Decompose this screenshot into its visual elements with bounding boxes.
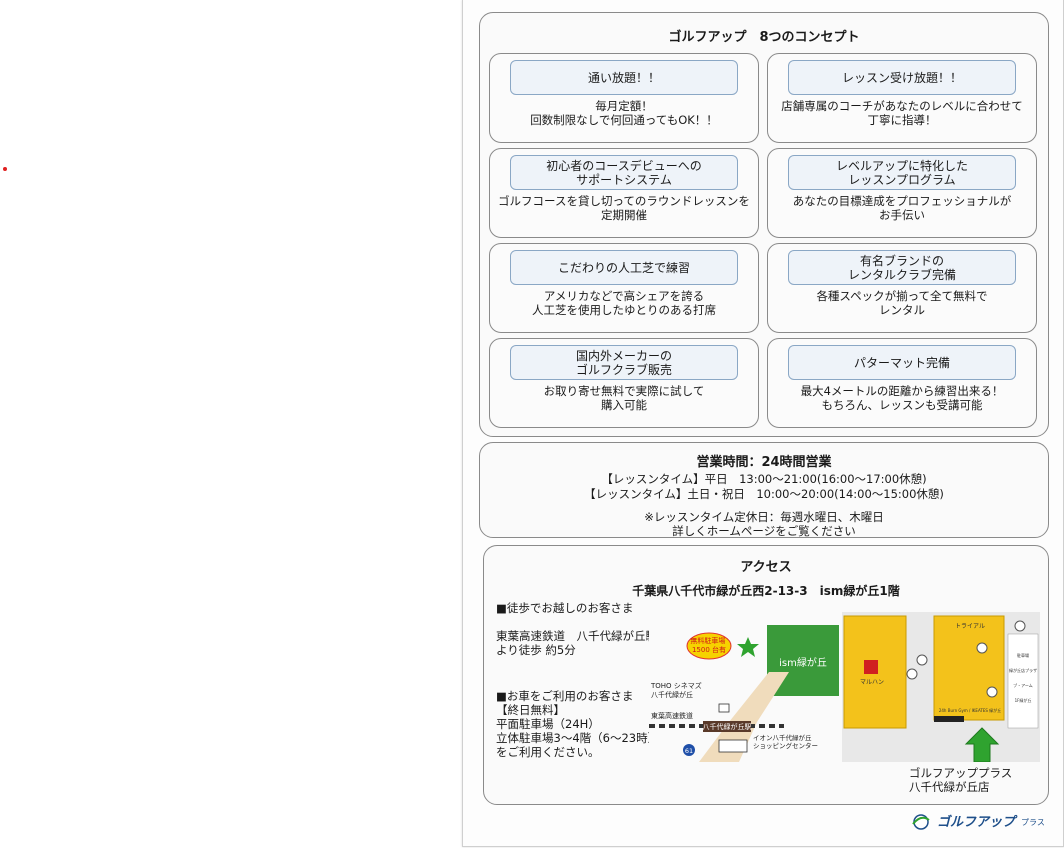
concept-description: アメリカなどで高シェアを誇る 人工芝を使用したゆとりのある打席 — [532, 289, 716, 317]
side-label: 1F緑が丘 — [1015, 697, 1032, 703]
facility-icon — [1014, 620, 1026, 632]
concept-heading: レッスン受け放題！！ — [788, 60, 1016, 95]
concept-card: 有名ブランドの レンタルクラブ完備 各種スペックが揃って全て無料で レンタル — [767, 243, 1037, 333]
station-label: 八千代緑が丘駅 — [703, 722, 752, 731]
red-dot-marker — [3, 167, 7, 171]
trial-label: トライアル — [955, 623, 985, 630]
holiday-note: ※レッスンタイム定休日：毎週水曜日、木曜日 — [644, 510, 884, 524]
hours-title: 営業時間：24時間営業 — [696, 455, 832, 470]
maruhan-logo — [864, 660, 878, 674]
concepts-panel: ゴルフアップ 8つのコンセプト 通い放題！！ 毎月定額！ 回数制限なしで何回通っ… — [479, 12, 1049, 437]
trial-area — [933, 615, 1005, 721]
store-label: ゴルフアッププラス 八千代緑が丘店 — [909, 766, 1013, 794]
gym-label: 24h Burn Gym / IKEATES 緑が丘 — [939, 707, 1001, 713]
concept-card: 通い放題！！ 毎月定額！ 回数制限なしで何回通ってもOK！！ — [489, 53, 759, 143]
concept-card: こだわりの人工芝で練習 アメリカなどで高シェアを誇る 人工芝を使用したゆとりのあ… — [489, 243, 759, 333]
concept-description: 各種スペックが揃って全て無料で レンタル — [816, 289, 988, 317]
concept-description: 毎月定額！ 回数制限なしで何回通ってもOK！！ — [530, 99, 718, 127]
concept-description: ゴルフコースを貸し切ってのラウンドレッスンを 定期開催 — [498, 194, 750, 222]
area-map: ism緑が丘 無料駐車場 1500 台有 東葉高速鉄道 TOHO シネマズ 八千… — [649, 612, 844, 762]
toho-label-line: TOHO シネマズ — [650, 681, 702, 690]
brand-name: ゴルフアップ — [937, 815, 1016, 830]
station-sign — [703, 721, 751, 732]
facility-icon — [986, 686, 998, 698]
concept-card: パターマット完備 最大4メートルの距離から練習出来る！ もちろん、レッスンも受講… — [767, 338, 1037, 428]
business-hours-panel: 営業時間：24時間営業 【レッスンタイム】平日 13:00～21:00(16:0… — [479, 442, 1049, 538]
golf-logo-icon — [912, 813, 930, 830]
toho-label-line: 八千代緑が丘 — [651, 690, 693, 699]
brand-suffix: プラス — [1021, 818, 1045, 827]
concepts-title: ゴルフアップ 8つのコンセプト — [668, 30, 860, 45]
railway-label: 東葉高速鉄道 — [651, 711, 693, 720]
aeon-label-line: イオン八千代緑が丘 — [753, 733, 812, 742]
car-detail: 【終日無料】 平面駐車場（24H） 立体駐車場3～4階（6～23時） をご利用く… — [496, 703, 660, 759]
route-number: 61 — [685, 747, 693, 755]
maruhan-label: マルハン — [860, 679, 884, 686]
side-label: ブ・アーム — [1013, 682, 1033, 688]
car-heading: ■お車をご利用のお客さま — [496, 689, 634, 703]
ism-label: ism緑が丘 — [779, 656, 827, 669]
concept-heading: レベルアップに特化した レッスンプログラム — [788, 155, 1016, 190]
homepage-note: 詳しくホームページをご覧ください — [672, 524, 856, 538]
concept-card: レベルアップに特化した レッスンプログラム あなたの目標達成をプロフェッショナル… — [767, 148, 1037, 238]
store-location-arrow-icon — [964, 727, 1000, 762]
flyer-page: ゴルフアップ 8つのコンセプト 通い放題！！ 毎月定額！ 回数制限なしで何回通っ… — [462, 0, 1064, 847]
svg-text:TOHO シネマズ 八千代緑が丘: TOHO シネマズ 八千代緑が丘 — [650, 681, 704, 699]
concept-card: 初心者のコースデビューへの サポートシステム ゴルフコースを貸し切ってのラウンド… — [489, 148, 759, 238]
parking-badge-line: 無料駐車場 — [690, 636, 725, 645]
svg-text:無料駐車場 1500 台有: 無料駐車場 1500 台有 — [690, 636, 727, 654]
concept-heading: 初心者のコースデビューへの サポートシステム — [510, 155, 738, 190]
brand-logo: ゴルフアップ プラス — [911, 811, 1045, 830]
facility-icon — [976, 642, 988, 654]
concept-heading: 通い放題！！ — [510, 60, 738, 95]
concept-heading: パターマット完備 — [788, 345, 1016, 380]
route-marker — [683, 744, 695, 756]
floor-map: マルハン トライアル 24h Burn Gym / IKEATES 緑が丘 駐車… — [842, 612, 1040, 762]
facility-icon — [916, 654, 928, 666]
concept-card: 国内外メーカーの ゴルフクラブ販売 お取り寄せ無料で実際に試して 購入可能 — [489, 338, 759, 428]
toho-building — [718, 703, 730, 713]
concept-heading: 国内外メーカーの ゴルフクラブ販売 — [510, 345, 738, 380]
star-icon — [737, 637, 759, 657]
concept-description: お取り寄せ無料で実際に試して 購入可能 — [543, 384, 705, 412]
svg-text:イオン八千代緑が丘 ショッピングセンター: イオン八千代緑が丘 ショッピングセンター — [753, 733, 818, 750]
side-shops — [1007, 633, 1039, 729]
hours-weekend: 【レッスンタイム】土日・祝日 10:00～20:00(14:00～15:00休憩… — [584, 487, 944, 501]
entrance-bar — [934, 716, 964, 722]
concept-heading: こだわりの人工芝で練習 — [510, 250, 738, 285]
aeon-building — [718, 739, 748, 753]
address: 千葉県八千代市緑が丘西2-13-3 ism緑が丘1階 — [632, 584, 900, 598]
road — [699, 672, 789, 762]
aeon-label-line: ショッピングセンター — [753, 741, 818, 750]
walk-detail: 東葉高速鉄道 八千代緑が丘駅 より徒歩 約5分 — [496, 629, 657, 657]
walk-heading: ■徒歩でお越しのお客さま — [496, 601, 634, 615]
concept-description: 最大4メートルの距離から練習出来る！ もちろん、レッスンも受講可能 — [800, 384, 1004, 412]
parking-badge — [686, 632, 732, 660]
concept-card: レッスン受け放題！！ 店舗専属のコーチがあなたのレベルに合わせて 丁寧に指導！ — [767, 53, 1037, 143]
hours-weekday: 【レッスンタイム】平日 13:00～21:00(16:00～17:00休憩) — [601, 472, 927, 486]
side-label: 駐車場 — [1017, 652, 1029, 658]
access-panel: アクセス 千葉県八千代市緑が丘西2-13-3 ism緑が丘1階 ■徒歩でお越しの… — [483, 545, 1049, 805]
facility-icon — [906, 668, 918, 680]
concept-description: 店舗専属のコーチがあなたのレベルに合わせて 丁寧に指導！ — [781, 99, 1023, 127]
concept-description: あなたの目標達成をプロフェッショナルが お手伝い — [792, 194, 1012, 222]
access-title: アクセス — [740, 560, 792, 575]
parking-badge-line: 1500 台有 — [692, 645, 726, 654]
concept-heading: 有名ブランドの レンタルクラブ完備 — [788, 250, 1016, 285]
side-label: 緑が丘店プラザ — [1009, 667, 1037, 673]
